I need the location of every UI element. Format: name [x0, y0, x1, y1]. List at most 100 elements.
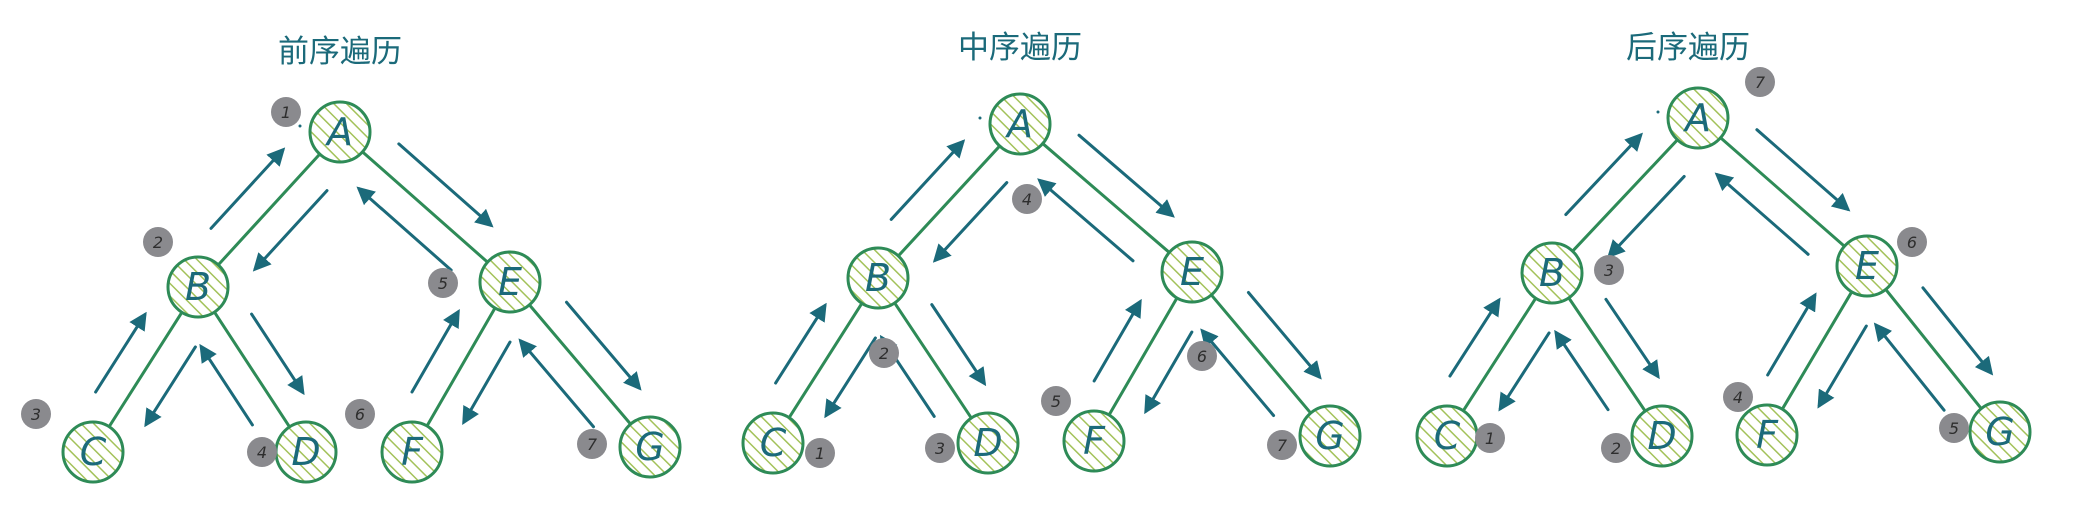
step-number: 6: [1907, 233, 1917, 252]
node-circle: [1735, 403, 1799, 467]
up-arrow-B-A: [209, 147, 286, 230]
node-label: F: [1083, 419, 1106, 463]
down-arrow-A-B: [1607, 174, 1686, 259]
node-label: A: [1682, 96, 1711, 140]
step-number: 3: [935, 439, 945, 458]
node-circle: [1062, 409, 1126, 473]
step-badge-e: 6: [1897, 227, 1927, 257]
edge-E-F: [1780, 290, 1854, 411]
step-badge-a: 7: [1745, 67, 1775, 97]
edge-A-E: [1041, 142, 1171, 254]
tree-node-e: E: [1160, 240, 1224, 304]
node-circle: [988, 92, 1052, 156]
node-circle: [618, 415, 682, 479]
node-label: E: [498, 260, 522, 304]
tree-node-a: A: [308, 100, 372, 164]
node-label: A: [1004, 102, 1033, 146]
node-circle: [741, 411, 805, 475]
node-label: F: [1756, 413, 1779, 457]
node-label: G: [1315, 414, 1344, 458]
down-arrow-E-G: [1246, 290, 1322, 380]
step-badge-f: 4: [1723, 382, 1753, 412]
step-badge-b: 3: [1594, 255, 1624, 285]
step-badge-circle: [247, 437, 277, 467]
up-arrow-B-A: [889, 139, 966, 221]
node-label: B: [185, 265, 211, 309]
node-circle: [380, 420, 444, 484]
step-number: 7: [587, 435, 598, 454]
step-badge-e: 5: [428, 268, 458, 298]
down-arrow-A-E: [1077, 133, 1175, 218]
edge-A-E: [360, 150, 490, 264]
step-badge-circle: [1939, 413, 1969, 443]
node-label: B: [865, 256, 891, 300]
tree-node-c: C: [741, 411, 805, 475]
step-badge-circle: [925, 433, 955, 463]
tree-node-g: G: [1968, 400, 2032, 464]
edge-E-G: [527, 303, 633, 426]
down-arrow-E-F: [1817, 324, 1868, 409]
step-badge-circle: [869, 338, 899, 368]
up-arrow-C-B: [1448, 297, 1501, 378]
node-circle: [846, 246, 910, 310]
down-arrow-E-F: [1144, 330, 1194, 415]
edge-E-G: [1209, 293, 1313, 415]
up-arrow-D-B: [1554, 329, 1610, 412]
node-circle: [1666, 86, 1730, 150]
down-arrow-E-G: [565, 300, 642, 391]
step-badge-circle: [428, 268, 458, 298]
step-badge-c: 3: [21, 399, 51, 429]
edge-B-C: [787, 301, 864, 420]
node-label: D: [291, 430, 320, 474]
step-number: 3: [1604, 261, 1614, 280]
edge-B-C: [1461, 296, 1538, 413]
step-number: 2: [879, 344, 889, 363]
down-arrow-A-B: [252, 189, 329, 272]
edge-E-F: [425, 306, 497, 428]
step-badge-g: 7: [1267, 430, 1297, 460]
step-number: 1: [281, 103, 291, 122]
step-number: 3: [31, 405, 41, 424]
edge-B-D: [1567, 296, 1647, 413]
tree-node-b: B: [166, 255, 230, 319]
step-number: 1: [815, 444, 825, 463]
step-badge-circle: [1594, 255, 1624, 285]
step-badge-circle: [1601, 433, 1631, 463]
down-arrow-A-B: [932, 181, 1009, 263]
down-arrow-B-D: [250, 312, 305, 396]
tree-node-c: C: [61, 420, 125, 484]
up-arrow-B-A: [1564, 132, 1643, 217]
step-badge-circle: [1723, 382, 1753, 412]
node-circle: [308, 100, 372, 164]
step-badge-circle: [577, 429, 607, 459]
up-arrow-C-B: [94, 311, 147, 394]
edge-E-F: [1107, 296, 1179, 417]
step-badge-circle: [1012, 184, 1042, 214]
tree-node-g: G: [618, 415, 682, 479]
step-badge-g: 5: [1939, 413, 1969, 443]
tree-node-g: G: [1298, 404, 1362, 468]
step-badge-c: 1: [805, 438, 835, 468]
step-badge-circle: [1475, 423, 1505, 453]
step-number: 6: [355, 405, 365, 424]
node-circle: [956, 411, 1020, 475]
up-arrow-G-E: [518, 338, 595, 429]
edge-A-B: [216, 152, 322, 267]
up-arrow-F-E: [410, 308, 460, 394]
edge-A-B: [1571, 138, 1679, 253]
node-label: B: [1539, 251, 1565, 295]
step-number: 4: [1022, 190, 1032, 209]
step-number: 5: [438, 274, 448, 293]
up-arrow-G-E: [1873, 322, 1946, 412]
step-number: 2: [1611, 439, 1621, 458]
edge-B-D: [893, 301, 973, 420]
node-label: E: [1180, 250, 1204, 294]
panel-title: 后序遍历: [1626, 30, 1750, 66]
node-circle: [478, 250, 542, 314]
node-label: E: [1855, 244, 1879, 288]
up-arrow-E-A: [1714, 172, 1810, 256]
step-badge-circle: [805, 438, 835, 468]
edge-B-C: [107, 310, 184, 429]
tree-node-a: A: [1666, 86, 1730, 150]
